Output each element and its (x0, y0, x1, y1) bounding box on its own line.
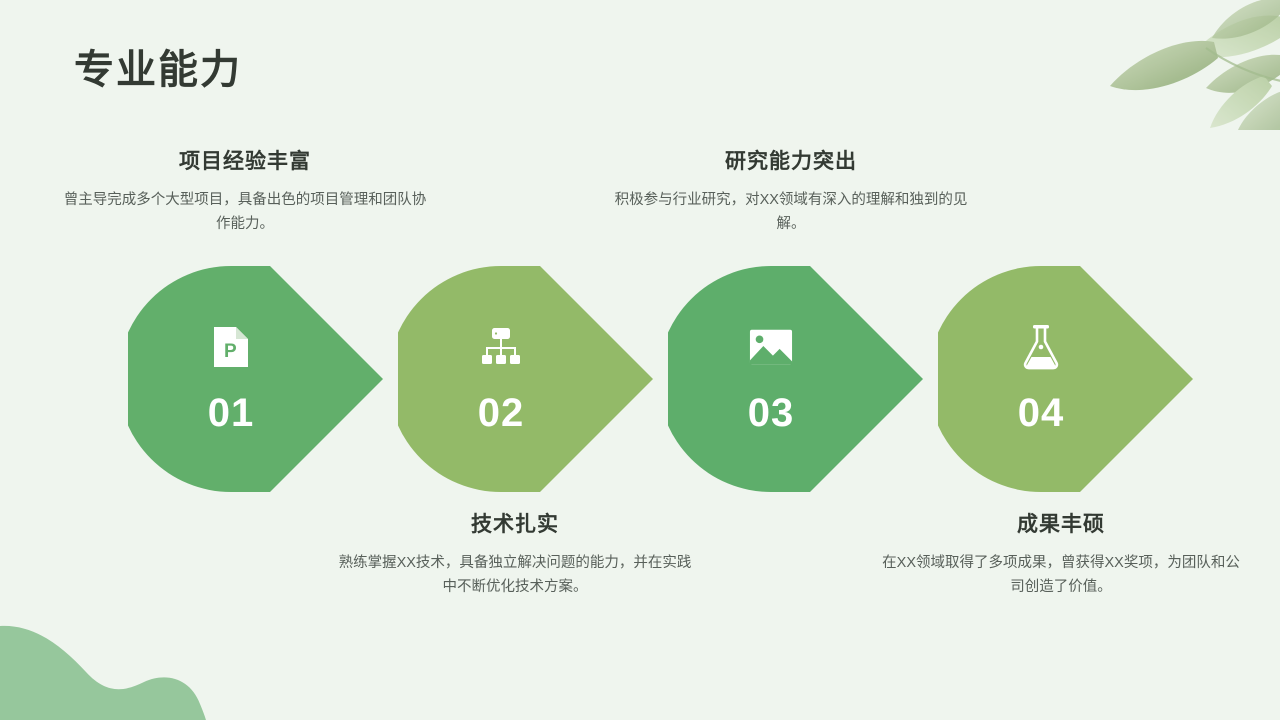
svg-text:P: P (224, 341, 237, 362)
feature-leaf-1[interactable]: P 01 (128, 266, 388, 492)
feature-description-4: 在XX领域取得了多项成果，曾获得XX奖项，为团队和公司创造了价值。 (882, 555, 1240, 595)
feature-description-2: 熟练掌握XX技术，具备独立解决问题的能力，并在实践中不断优化技术方案。 (338, 555, 692, 595)
page-title: 专业能力 (74, 48, 242, 92)
leaf-shape-4 (938, 266, 1193, 492)
feature-leaf-4[interactable]: 04 (938, 266, 1198, 492)
powerpoint-file-icon: P (209, 325, 253, 369)
feature-text-block-3: 研究能力突出 积极参与行业研究，对XX领域有深入的理解和独到的见解。 (608, 145, 974, 237)
feature-leaf-3[interactable]: 03 (668, 266, 928, 492)
flask-icon (1019, 325, 1063, 370)
sitemap-icon (479, 325, 523, 369)
feature-heading-1: 项目经验丰富 (179, 150, 311, 173)
leaf-shape-1 (128, 266, 383, 492)
feature-leaf-2[interactable]: 02 (398, 266, 658, 492)
leaf-shape-3 (668, 266, 923, 492)
leaf-branch-decoration-icon (1110, 0, 1280, 130)
feature-heading-3: 研究能力突出 (725, 150, 857, 173)
feature-text-block-2: 技术扎实 熟练掌握XX技术，具备独立解决问题的能力，并在实践中不断优化技术方案。 (332, 508, 698, 600)
leaf-shape-2 (398, 266, 653, 492)
feature-description-3: 积极参与行业研究，对XX领域有深入的理解和独到的见解。 (614, 192, 968, 232)
feature-heading-4: 成果丰硕 (1017, 513, 1105, 536)
feature-leaf-row: P 01 (0, 266, 1280, 492)
feature-number-4: 04 (1017, 391, 1065, 435)
feature-description-1: 曾主导完成多个大型项目，具备出色的项目管理和团队协作能力。 (63, 192, 427, 232)
organic-blob-decoration-icon (0, 625, 206, 720)
feature-heading-2: 技术扎实 (471, 513, 559, 536)
feature-number-3: 03 (747, 391, 795, 435)
feature-number-2: 02 (477, 391, 525, 435)
image-photo-icon (749, 325, 793, 369)
feature-text-block-4: 成果丰硕 在XX领域取得了多项成果，曾获得XX奖项，为团队和公司创造了价值。 (878, 508, 1244, 600)
feature-number-1: 01 (207, 391, 255, 435)
feature-text-block-1: 项目经验丰富 曾主导完成多个大型项目，具备出色的项目管理和团队协作能力。 (62, 145, 428, 237)
